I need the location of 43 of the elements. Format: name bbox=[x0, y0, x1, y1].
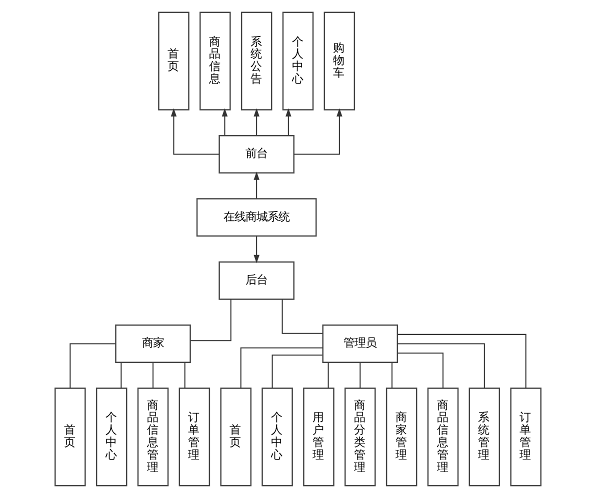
node-box: 订单管理 bbox=[510, 388, 541, 486]
arrow bbox=[253, 236, 259, 264]
node-box: 订单管理 bbox=[178, 388, 210, 486]
node-box: 系统管理 bbox=[468, 388, 500, 486]
node-box: 商家管理 bbox=[385, 388, 417, 486]
connector bbox=[184, 362, 185, 388]
arrow bbox=[294, 108, 342, 155]
connector bbox=[396, 343, 484, 388]
node-box: 个人中心 bbox=[282, 12, 314, 110]
connector bbox=[390, 362, 392, 388]
connector bbox=[397, 334, 526, 388]
node-box: 购物车 bbox=[323, 12, 355, 110]
arrow bbox=[170, 108, 219, 155]
connector bbox=[327, 362, 328, 388]
connector bbox=[190, 299, 231, 342]
connector bbox=[359, 362, 360, 388]
node-box: 商家 bbox=[114, 324, 190, 364]
connector bbox=[281, 299, 322, 334]
arrow bbox=[285, 108, 291, 136]
node-box: 首页 bbox=[220, 388, 251, 486]
connector bbox=[240, 347, 322, 388]
node-box: 用户管理 bbox=[302, 388, 334, 486]
node-box: 首页 bbox=[54, 388, 86, 486]
arrow bbox=[253, 172, 259, 198]
node-box: 前台 bbox=[218, 134, 294, 174]
arrow bbox=[221, 108, 228, 136]
node-box: 个人中心 bbox=[95, 388, 127, 486]
node-box: 后台 bbox=[218, 261, 294, 300]
node-box: 个人中心 bbox=[261, 388, 292, 486]
node-box: 商品信息 bbox=[199, 12, 230, 110]
connector bbox=[397, 352, 443, 388]
connector bbox=[69, 343, 115, 388]
connector bbox=[120, 362, 122, 388]
node-box: 商品分类管理 bbox=[344, 388, 376, 486]
node-box: 商品信息管理 bbox=[136, 388, 168, 486]
connector bbox=[152, 362, 154, 388]
node-box: 系统公告 bbox=[240, 12, 272, 110]
node-box: 管理员 bbox=[322, 324, 398, 364]
node-box: 商品信息管理 bbox=[426, 388, 458, 486]
node-box: 首页 bbox=[158, 12, 189, 110]
connector bbox=[271, 354, 322, 388]
arrow bbox=[253, 108, 259, 136]
node-box: 在线商城系统 bbox=[196, 198, 316, 237]
